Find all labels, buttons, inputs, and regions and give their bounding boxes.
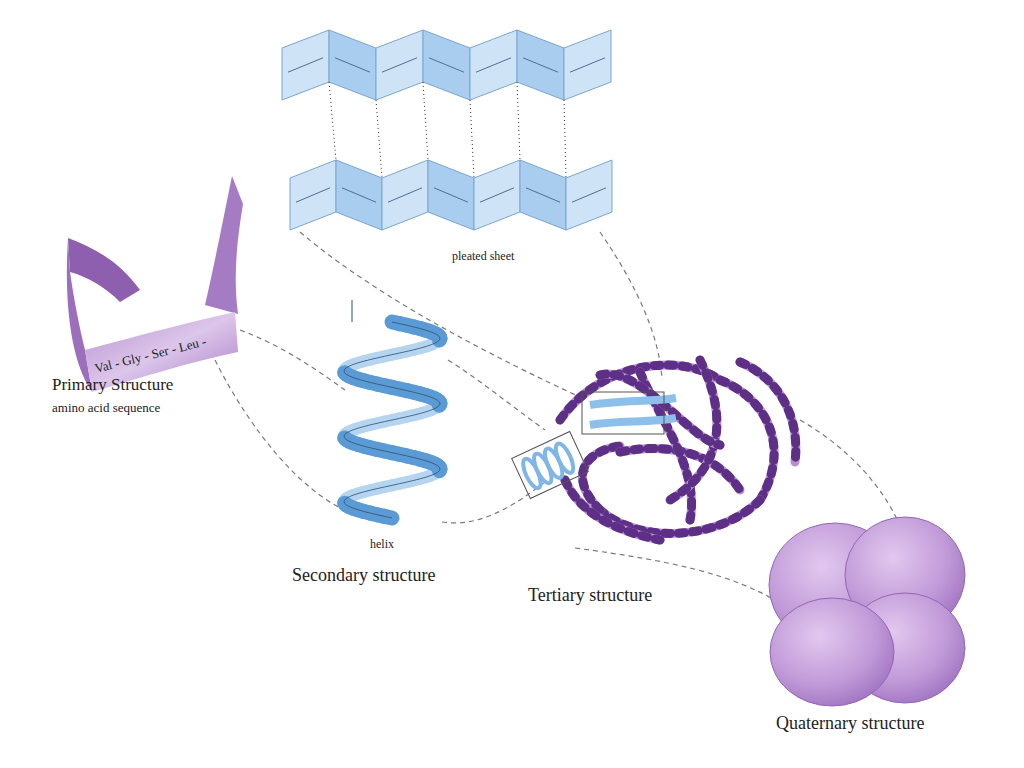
backbone-bond (388, 188, 422, 202)
pleat-face (336, 160, 382, 230)
hydrogen-bond (329, 82, 336, 160)
hydrogen-bond (376, 100, 382, 178)
hydrogen-bond (423, 82, 428, 160)
leader-line (442, 482, 545, 523)
fold-ribbon (583, 446, 620, 510)
structure-label: helix (370, 538, 394, 551)
pleat-face (564, 30, 611, 100)
pleat-face (290, 160, 336, 230)
leader-line (240, 330, 345, 390)
backbone-bond (288, 58, 323, 72)
pleat-face (470, 30, 517, 100)
pleat-face (566, 160, 612, 230)
pleat-face (376, 30, 423, 100)
helix-backbone (344, 322, 440, 518)
backbone-bond (526, 188, 560, 202)
subunit (770, 598, 894, 706)
backbone-bond (434, 188, 468, 202)
small-helix (520, 441, 577, 490)
backbone-bond (476, 58, 511, 72)
backbone-bond (342, 188, 376, 202)
pleat-face (520, 160, 566, 230)
blue-strands (590, 398, 676, 425)
structure-label: pleated sheet (452, 250, 514, 263)
hydrogen-bond (470, 100, 474, 178)
pleat-face (517, 30, 564, 100)
leader-line (600, 232, 662, 380)
hydrogen-bond (564, 100, 566, 178)
ribbon-tail (205, 176, 243, 314)
helix-highlight (512, 432, 589, 499)
backbone-bond (480, 188, 514, 202)
leader-line (448, 360, 545, 430)
helix-end (352, 300, 353, 322)
pleat-face (382, 160, 428, 230)
fold-ribbon-stripe (583, 446, 620, 510)
beta-strand (590, 418, 676, 425)
structure-label: Secondary structure (292, 566, 435, 586)
backbone-bond (296, 188, 330, 202)
backbone-bond (572, 188, 606, 202)
helix-turn (552, 441, 576, 475)
pleat-face (282, 30, 329, 100)
leader-line (215, 360, 345, 510)
pleated-sheet (282, 30, 612, 230)
highlight-box (582, 392, 664, 434)
pleat-face (329, 30, 376, 100)
alpha-helix (344, 300, 440, 518)
fold-ribbon-stripe (740, 362, 796, 462)
beta-strand (590, 398, 676, 405)
backbone-bond (523, 58, 558, 72)
pleat-face (428, 160, 474, 230)
pleat-face (474, 160, 520, 230)
backbone-bond (382, 58, 417, 72)
backbone-bond (429, 58, 464, 72)
fold-ribbon-stripe (565, 480, 660, 540)
fold-ribbon (740, 362, 796, 462)
fold-ribbon (565, 480, 660, 540)
primary-ribbon (67, 176, 243, 392)
hydrogen-bond (517, 82, 520, 160)
tertiary-fold (512, 360, 796, 540)
leader-line (300, 232, 582, 398)
structure-label: Tertiary structure (528, 586, 652, 606)
backbone-bond (570, 58, 605, 72)
structure-label: amino acid sequence (52, 401, 160, 415)
highlight-box (512, 432, 589, 499)
structure-label: Quaternary structure (776, 714, 924, 734)
backbone-bond (335, 58, 370, 72)
ribbon-back (68, 238, 140, 302)
structure-label: Primary Structure (52, 376, 173, 395)
quaternary-blob (769, 517, 965, 706)
pleat-face (423, 30, 470, 100)
